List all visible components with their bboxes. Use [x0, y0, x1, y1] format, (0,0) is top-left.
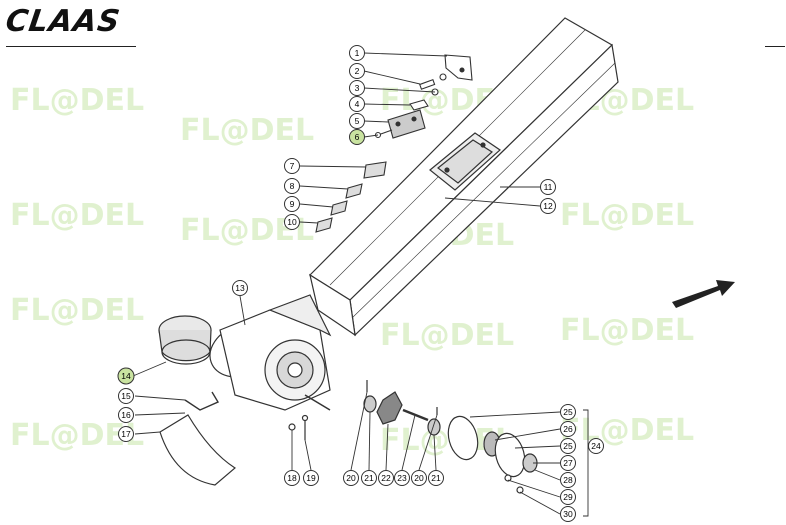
svg-text:2: 2	[355, 66, 360, 76]
watermark-layer: FL@DEL FL@DEL FL@DEL FL@DEL FL@DEL FL@DE…	[10, 83, 694, 458]
callout-17[interactable]: 17	[118, 426, 134, 442]
svg-text:28: 28	[563, 475, 573, 485]
svg-text:11: 11	[544, 182, 553, 192]
callout-23[interactable]: 23	[394, 470, 410, 486]
svg-text:8: 8	[290, 181, 295, 191]
callout-19[interactable]: 19	[303, 470, 319, 486]
svg-text:6: 6	[355, 132, 360, 142]
svg-text:29: 29	[563, 492, 573, 502]
svg-text:14: 14	[121, 371, 131, 381]
svg-text:30: 30	[563, 509, 573, 519]
callout-11[interactable]: 11	[540, 179, 556, 195]
callout-2[interactable]: 2	[349, 63, 365, 79]
conveyor-head-housing	[209, 294, 332, 411]
callout-16[interactable]: 16	[118, 407, 134, 423]
ring-part-14	[158, 315, 212, 365]
callout-21[interactable]: 21	[361, 470, 377, 486]
svg-text:1: 1	[355, 48, 360, 58]
bearing-assembly	[447, 415, 538, 494]
svg-text:20: 20	[346, 473, 356, 483]
callout-15[interactable]: 15	[118, 388, 134, 404]
leader-lines	[132, 52, 594, 517]
svg-text:23: 23	[397, 473, 407, 483]
svg-text:15: 15	[121, 391, 131, 401]
small-parts-7-10	[315, 161, 387, 233]
callout-28[interactable]: 28	[560, 472, 576, 488]
svg-text:12: 12	[543, 201, 553, 211]
screw-part-6	[374, 129, 393, 139]
callout-6[interactable]: 6	[349, 129, 365, 145]
direction-arrow	[672, 280, 735, 308]
callout-4[interactable]: 4	[349, 96, 365, 112]
svg-text:25: 25	[563, 407, 573, 417]
watermark: FL@DEL	[180, 113, 314, 148]
svg-text:19: 19	[306, 473, 316, 483]
guard-shield-part-17	[159, 414, 237, 486]
svg-text:5: 5	[355, 116, 360, 126]
callout-25[interactable]: 25	[560, 404, 576, 420]
svg-text:3: 3	[355, 83, 360, 93]
svg-text:7: 7	[290, 161, 295, 171]
callout-3[interactable]: 3	[349, 80, 365, 96]
u-bolt-part-16	[184, 391, 220, 411]
svg-text:27: 27	[563, 458, 573, 468]
watermark: FL@DEL	[560, 198, 694, 233]
svg-text:22: 22	[381, 473, 391, 483]
svg-text:26: 26	[563, 424, 573, 434]
callout-14[interactable]: 14	[117, 367, 135, 385]
watermark: FL@DEL	[10, 83, 144, 118]
header-rule-right	[765, 46, 785, 47]
callout-18[interactable]: 18	[284, 470, 300, 486]
watermark: FL@DEL	[10, 198, 144, 233]
callout-1[interactable]: 1	[349, 45, 365, 61]
watermark: FL@DEL	[560, 313, 694, 348]
watermark: FL@DEL	[560, 413, 694, 448]
svg-text:21: 21	[431, 473, 441, 483]
svg-text:18: 18	[287, 473, 297, 483]
callout-20[interactable]: 20	[343, 470, 359, 486]
svg-text:21: 21	[364, 473, 374, 483]
callout-8[interactable]: 8	[284, 178, 300, 194]
watermark: FL@DEL	[380, 318, 514, 353]
header-rule-left	[6, 46, 136, 47]
svg-text:20: 20	[414, 473, 424, 483]
callout-5[interactable]: 5	[349, 113, 365, 129]
callout-7[interactable]: 7	[284, 158, 300, 174]
callout-bubbles: 1 2 3 4 5 6 7 8 9 10 11 12 13 14 15 16 1…	[117, 45, 604, 522]
svg-text:24: 24	[591, 441, 601, 451]
callout-25b[interactable]: 25	[560, 438, 576, 454]
svg-text:4: 4	[355, 99, 360, 109]
callout-26[interactable]: 26	[560, 421, 576, 437]
svg-text:9: 9	[290, 199, 295, 209]
top-bracket-part-1	[444, 54, 473, 81]
callout-27[interactable]: 27	[560, 455, 576, 471]
callout-24[interactable]: 24	[588, 438, 604, 454]
sprocket-assembly	[363, 380, 441, 436]
clamp-plate-part-5	[387, 109, 426, 139]
elevator-tube	[309, 17, 619, 337]
callout-30[interactable]: 30	[560, 506, 576, 522]
watermark: FL@DEL	[10, 293, 144, 328]
svg-text:16: 16	[121, 410, 131, 420]
svg-text:13: 13	[235, 283, 245, 293]
callout-10[interactable]: 10	[284, 214, 300, 230]
callout-12[interactable]: 12	[540, 198, 556, 214]
svg-text:25: 25	[563, 441, 573, 451]
svg-text:10: 10	[287, 217, 297, 227]
hardware-parts-2-4	[409, 73, 447, 111]
callout-21b[interactable]: 21	[428, 470, 444, 486]
svg-text:17: 17	[121, 429, 131, 439]
callout-20b[interactable]: 20	[411, 470, 427, 486]
callout-13[interactable]: 13	[232, 280, 248, 296]
callout-22[interactable]: 22	[378, 470, 394, 486]
callout-9[interactable]: 9	[284, 196, 300, 212]
callout-29[interactable]: 29	[560, 489, 576, 505]
